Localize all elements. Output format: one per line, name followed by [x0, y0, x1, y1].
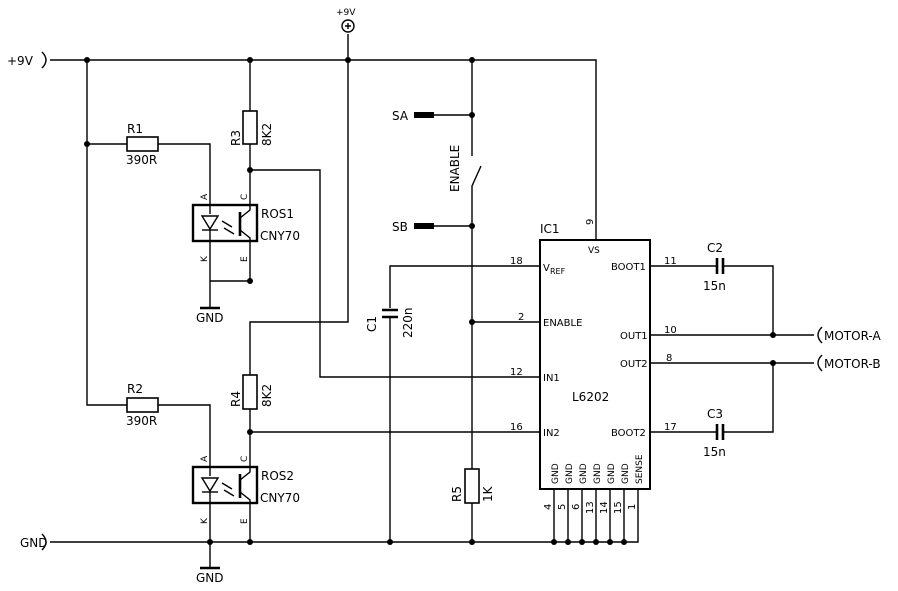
enable-switch: SA SB ENABLE: [392, 109, 482, 234]
resistor-name: R5: [450, 486, 464, 502]
capacitor-name: C1: [365, 316, 379, 332]
capacitor-name: C2: [707, 241, 723, 255]
junction-dots: [84, 57, 776, 545]
switch-label: ENABLE: [448, 145, 462, 192]
ic-part: L6202: [572, 390, 609, 404]
motor-b-label: MOTOR-B: [824, 357, 881, 371]
ic-pin-number: 8: [666, 353, 672, 364]
ic-pin-number: 17: [664, 422, 677, 433]
capacitor-c3: C3 15n: [703, 407, 726, 459]
ic-pin-number: 11: [664, 256, 677, 267]
ic-pin-label: IN2: [543, 428, 560, 439]
pin-label: A: [200, 193, 210, 200]
pin-label: A: [200, 455, 210, 462]
sensor-part: CNY70: [260, 491, 300, 505]
sensor-part: CNY70: [260, 229, 300, 243]
resistor-name: R2: [127, 382, 143, 396]
ic-pin-number: 2: [518, 312, 524, 323]
resistor-value: 8K2: [260, 123, 274, 146]
sensor-ros1: A C K E ROS1 CNY70: [191, 193, 300, 262]
resistor-r5: R5 1K: [450, 468, 495, 504]
capacitor-value: 15n: [703, 279, 726, 293]
ic-pin-label: IN1: [543, 373, 560, 384]
ic-pin-number: 10: [664, 325, 677, 336]
resistor-name: R3: [229, 130, 243, 146]
supply-connector: +9V: [7, 51, 47, 69]
ic-pin-number: 5: [557, 504, 568, 510]
resistor-value: 390R: [126, 153, 157, 167]
switch-contact-a: SA: [392, 109, 409, 123]
resistor-name: R4: [229, 391, 243, 407]
motor-a-connector: MOTOR-A: [817, 326, 881, 344]
ic-pin-label: REF: [550, 267, 566, 276]
ic-pin-label: OUT1: [620, 331, 648, 342]
capacitor-c2: C2 15n: [703, 241, 726, 293]
ic-pin-number: 13: [585, 501, 596, 514]
ic-l6202: IC1 L6202 VS V REF ENABLE IN1 IN2 BOOT1 …: [510, 219, 677, 514]
capacitor-value: 15n: [703, 445, 726, 459]
ic-pin-number: 18: [510, 256, 523, 267]
resistor-r1: R1 390R: [126, 122, 159, 167]
ic-pin-number: 12: [510, 367, 523, 378]
sensor-name: ROS2: [261, 469, 294, 483]
motor-b-connector: MOTOR-B: [817, 354, 881, 372]
supply-symbol: +9V: [336, 8, 356, 33]
ground-connector: GND: [20, 533, 48, 551]
ground-label: GND: [20, 536, 48, 550]
resistor-value: 390R: [126, 414, 157, 428]
ic-pin-number: 14: [599, 501, 610, 514]
ic-pin-label: GND: [551, 463, 561, 484]
ic-pin-label: VS: [588, 246, 600, 256]
ic-pin-label: OUT2: [620, 359, 648, 370]
wires: [50, 34, 814, 568]
pin-label: C: [240, 456, 250, 462]
resistor-r4: R4 8K2: [229, 374, 274, 410]
resistor-name: R1: [127, 122, 143, 136]
sensor-ros2: A C K E ROS2 CNY70: [191, 455, 300, 524]
ic-pin-number: 15: [613, 501, 624, 514]
supply-symbol-label: +9V: [336, 8, 356, 18]
resistor-value: 1K: [481, 485, 495, 502]
ic-pin-label: GND: [621, 463, 631, 484]
ic-pin-label: SENSE: [635, 454, 645, 484]
ic-pin-number: 16: [510, 422, 523, 433]
ic-pin-label: GND: [565, 463, 575, 484]
capacitor-c1: C1 220n: [365, 307, 415, 338]
ic-pin-label: GND: [593, 463, 603, 484]
ground-symbol-label: GND: [196, 571, 224, 585]
ic-pin-number: 4: [543, 504, 554, 510]
ic-pin-label: ENABLE: [543, 318, 582, 329]
ground-symbol-2: GND: [196, 566, 224, 585]
pin-label: K: [200, 517, 210, 524]
switch-contact-b: SB: [392, 220, 408, 234]
ic-pin-number: 9: [585, 219, 596, 225]
resistor-r2: R2 390R: [126, 382, 159, 428]
ic-pin-label: BOOT2: [611, 428, 646, 439]
ground-symbol-1: GND: [196, 306, 224, 325]
pin-label: E: [240, 518, 250, 524]
ic-pin-label: GND: [607, 463, 617, 484]
resistor-r3: R3 8K2: [229, 110, 274, 146]
ic-pin-label: GND: [579, 463, 589, 484]
ic-ref: IC1: [540, 222, 560, 236]
capacitor-name: C3: [707, 407, 723, 421]
ic-pin-number: 6: [571, 504, 582, 510]
ic-pin-label: BOOT1: [611, 262, 646, 273]
supply-label: +9V: [7, 54, 34, 68]
motor-a-label: MOTOR-A: [824, 329, 881, 343]
sensor-name: ROS1: [261, 207, 294, 221]
pin-label: K: [200, 255, 210, 262]
capacitor-value: 220n: [401, 307, 415, 338]
pin-label: E: [240, 256, 250, 262]
resistor-value: 8K2: [260, 384, 274, 407]
ground-symbol-label: GND: [196, 311, 224, 325]
pin-label: C: [240, 194, 250, 200]
ic-pin-label: V: [543, 263, 550, 274]
ic-pin-number: 1: [627, 504, 638, 510]
